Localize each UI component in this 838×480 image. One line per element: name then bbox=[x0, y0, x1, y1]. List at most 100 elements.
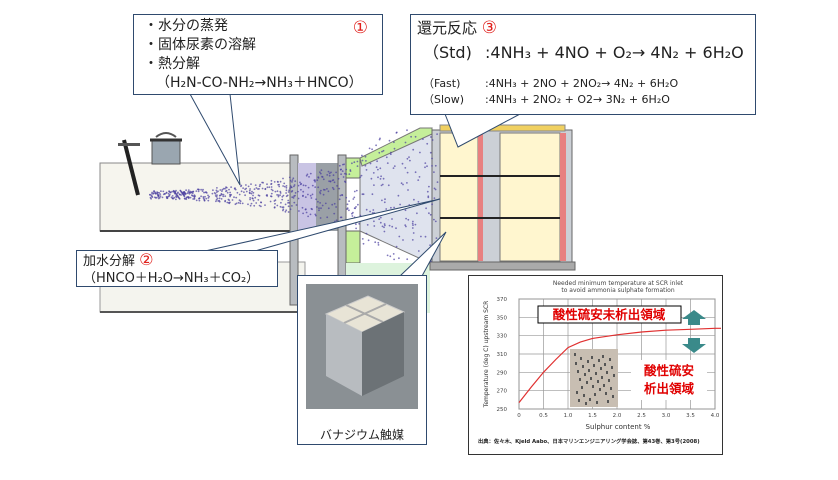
mist-droplet bbox=[253, 204, 256, 207]
mist-droplet bbox=[335, 206, 337, 208]
mist-droplet bbox=[310, 197, 313, 199]
x-tick-label: 0.5 bbox=[539, 413, 548, 419]
mist-droplet bbox=[345, 168, 348, 171]
mist-droplet bbox=[225, 190, 227, 193]
mist-droplet bbox=[397, 194, 400, 197]
photo-speck bbox=[600, 367, 602, 370]
mist-droplet bbox=[219, 189, 222, 191]
mist-droplet bbox=[187, 190, 190, 193]
mist-droplet bbox=[159, 193, 162, 196]
mist-droplet bbox=[333, 202, 336, 205]
mist-droplet bbox=[429, 244, 431, 247]
mist-droplet bbox=[310, 207, 313, 210]
mist-droplet bbox=[193, 198, 196, 200]
mist-droplet bbox=[280, 201, 282, 204]
lower-region-label-box bbox=[631, 360, 707, 400]
mist-droplet bbox=[254, 184, 257, 187]
photo-speck bbox=[584, 373, 586, 376]
mist-droplet bbox=[217, 200, 220, 202]
ammonium-sulphate-photo bbox=[570, 349, 618, 407]
mist-droplet bbox=[258, 194, 261, 197]
mist-droplet bbox=[418, 176, 421, 178]
mist-droplet bbox=[276, 204, 279, 207]
photo-speck bbox=[594, 393, 596, 396]
mist-droplet bbox=[309, 194, 312, 197]
mist-droplet bbox=[279, 194, 281, 197]
mist-droplet bbox=[153, 190, 155, 193]
mist-droplet bbox=[321, 175, 323, 178]
mist-droplet bbox=[390, 151, 392, 154]
photo-speck bbox=[598, 359, 600, 362]
mist-droplet bbox=[428, 185, 430, 188]
mist-droplet bbox=[183, 197, 186, 200]
mist-droplet bbox=[244, 194, 247, 197]
mist-droplet bbox=[294, 192, 297, 194]
mist-droplet bbox=[319, 202, 321, 204]
lower-region-label: 析出領域 bbox=[644, 381, 695, 396]
y-axis-label: Temperature (deg C) upstream SCR bbox=[483, 301, 490, 409]
mist-droplet bbox=[281, 198, 284, 201]
mist-droplet bbox=[289, 187, 291, 190]
mist-droplet bbox=[185, 198, 188, 201]
mist-droplet bbox=[151, 191, 154, 194]
mist-droplet bbox=[248, 191, 251, 194]
mist-droplet bbox=[192, 190, 195, 193]
mist-droplet bbox=[308, 176, 310, 178]
mist-droplet bbox=[285, 189, 288, 192]
callout2-title: 加水分解 bbox=[83, 254, 136, 269]
mist-droplet bbox=[324, 202, 327, 205]
mist-droplet bbox=[189, 196, 192, 199]
mist-droplet bbox=[400, 182, 403, 185]
mist-droplet bbox=[393, 147, 396, 150]
mist-droplet bbox=[332, 174, 335, 177]
mist-droplet bbox=[346, 208, 348, 211]
mist-droplet bbox=[198, 199, 201, 202]
mist-droplet bbox=[205, 197, 208, 200]
callout1-item: ・固体尿素の溶解 bbox=[144, 37, 256, 53]
mist-droplet bbox=[385, 156, 388, 159]
mist-droplet bbox=[398, 235, 401, 238]
mist-droplet bbox=[377, 176, 379, 179]
mist-droplet bbox=[377, 244, 380, 246]
mist-droplet bbox=[245, 184, 247, 186]
mist-droplet bbox=[170, 196, 173, 199]
mist-droplet bbox=[321, 204, 324, 207]
mist-droplet bbox=[371, 148, 373, 151]
mist-droplet bbox=[371, 193, 374, 196]
mist-droplet bbox=[191, 194, 193, 197]
mist-droplet bbox=[383, 201, 386, 204]
photo-speck bbox=[586, 381, 588, 384]
photo-speck bbox=[601, 376, 603, 379]
mist-droplet bbox=[238, 193, 241, 196]
mist-droplet bbox=[240, 190, 243, 193]
photo-speck bbox=[574, 353, 576, 356]
mist-droplet bbox=[414, 171, 417, 174]
mist-droplet bbox=[282, 208, 285, 211]
mist-droplet bbox=[270, 192, 273, 195]
mist-droplet bbox=[253, 188, 256, 191]
mist-droplet bbox=[345, 196, 348, 199]
catalyst-layer-2 bbox=[499, 132, 561, 262]
mist-droplet bbox=[167, 195, 170, 198]
mist-droplet bbox=[392, 167, 395, 170]
mist-droplet bbox=[247, 203, 249, 206]
mist-droplet bbox=[349, 169, 352, 171]
mist-droplet bbox=[428, 212, 430, 215]
mist-droplet bbox=[340, 173, 342, 176]
mist-droplet bbox=[287, 191, 290, 193]
mist-droplet bbox=[261, 181, 263, 184]
mist-droplet bbox=[318, 207, 320, 210]
mist-droplet bbox=[359, 176, 362, 179]
y-tick-label: 350 bbox=[497, 315, 508, 321]
mist-droplet bbox=[277, 194, 280, 197]
mist-droplet bbox=[412, 220, 414, 223]
mist-droplet bbox=[330, 171, 332, 174]
mist-droplet bbox=[286, 194, 289, 197]
mist-droplet bbox=[285, 209, 288, 212]
mist-droplet bbox=[282, 206, 285, 209]
mist-droplet bbox=[165, 191, 168, 194]
mist-droplet bbox=[242, 187, 245, 190]
photo-speck bbox=[608, 379, 610, 382]
mist-droplet bbox=[406, 129, 408, 132]
mist-droplet bbox=[214, 193, 217, 195]
